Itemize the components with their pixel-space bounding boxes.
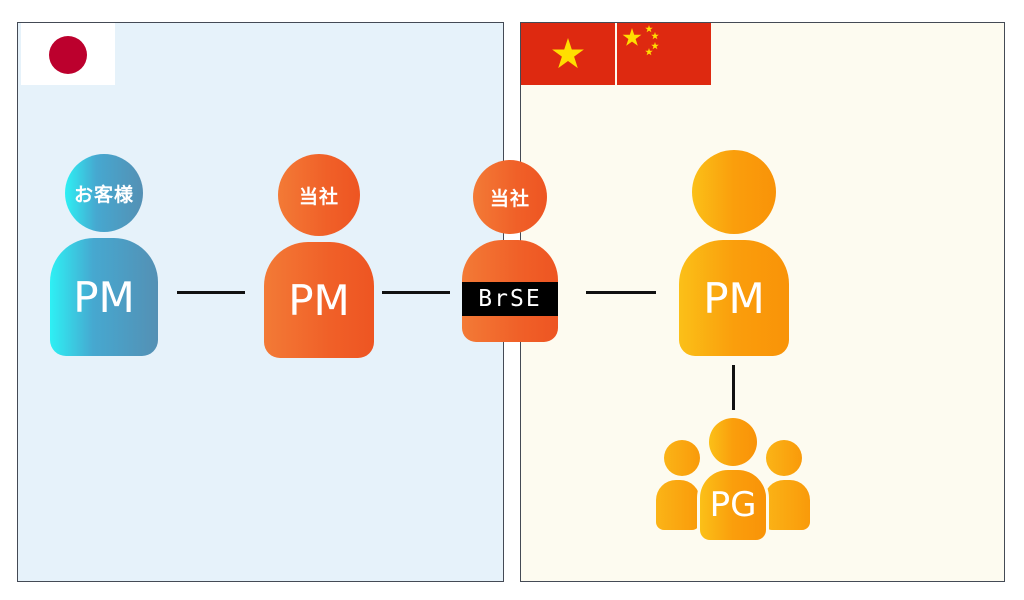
pg-center-body: PG xyxy=(700,470,766,540)
programmers-node: PG xyxy=(656,418,810,542)
pg-center-head xyxy=(709,418,757,466)
china-flag-small-star xyxy=(645,48,653,56)
edge-our-pm-to-brse xyxy=(382,291,450,294)
china-flag-small-star xyxy=(651,42,659,50)
japan-flag-disc xyxy=(49,36,87,74)
customer-pm-body: PM xyxy=(50,238,158,356)
edge-customer-to-our-pm xyxy=(177,291,245,294)
china-flag-small-star xyxy=(645,25,653,33)
pg-right-body xyxy=(764,480,810,530)
china-flag-stars-svg xyxy=(622,25,659,56)
our-pm-body: PM xyxy=(264,242,374,358)
japan-flag-icon xyxy=(21,23,115,85)
brse-node: 当社 xyxy=(462,160,558,344)
china-flag-star-svg xyxy=(552,38,584,69)
china-flag-icon xyxy=(521,23,615,85)
offshore-pm-node: PM xyxy=(679,150,789,358)
china-flag-main-star xyxy=(552,38,584,69)
china-flag-icon xyxy=(617,23,711,85)
pg-left-body xyxy=(656,480,700,530)
offshore-pm-body: PM xyxy=(679,240,789,356)
brse-label: BrSE xyxy=(462,282,558,316)
pg-left-head xyxy=(664,440,700,476)
offshore-pm-head xyxy=(692,150,776,234)
brse-head: 当社 xyxy=(473,160,547,234)
customer-head: お客様 xyxy=(65,154,143,232)
edge-brse-to-offshore-pm xyxy=(586,291,656,294)
our-pm-node: 当社 PM xyxy=(264,154,374,358)
edge-offshore-pm-to-programmers xyxy=(732,365,735,410)
customer-pm-node: お客様 PM xyxy=(50,154,158,358)
pg-right-head xyxy=(766,440,802,476)
our-pm-head: 当社 xyxy=(278,154,360,236)
china-flag-small-star xyxy=(651,32,659,40)
china-flag-big-star xyxy=(622,28,642,46)
